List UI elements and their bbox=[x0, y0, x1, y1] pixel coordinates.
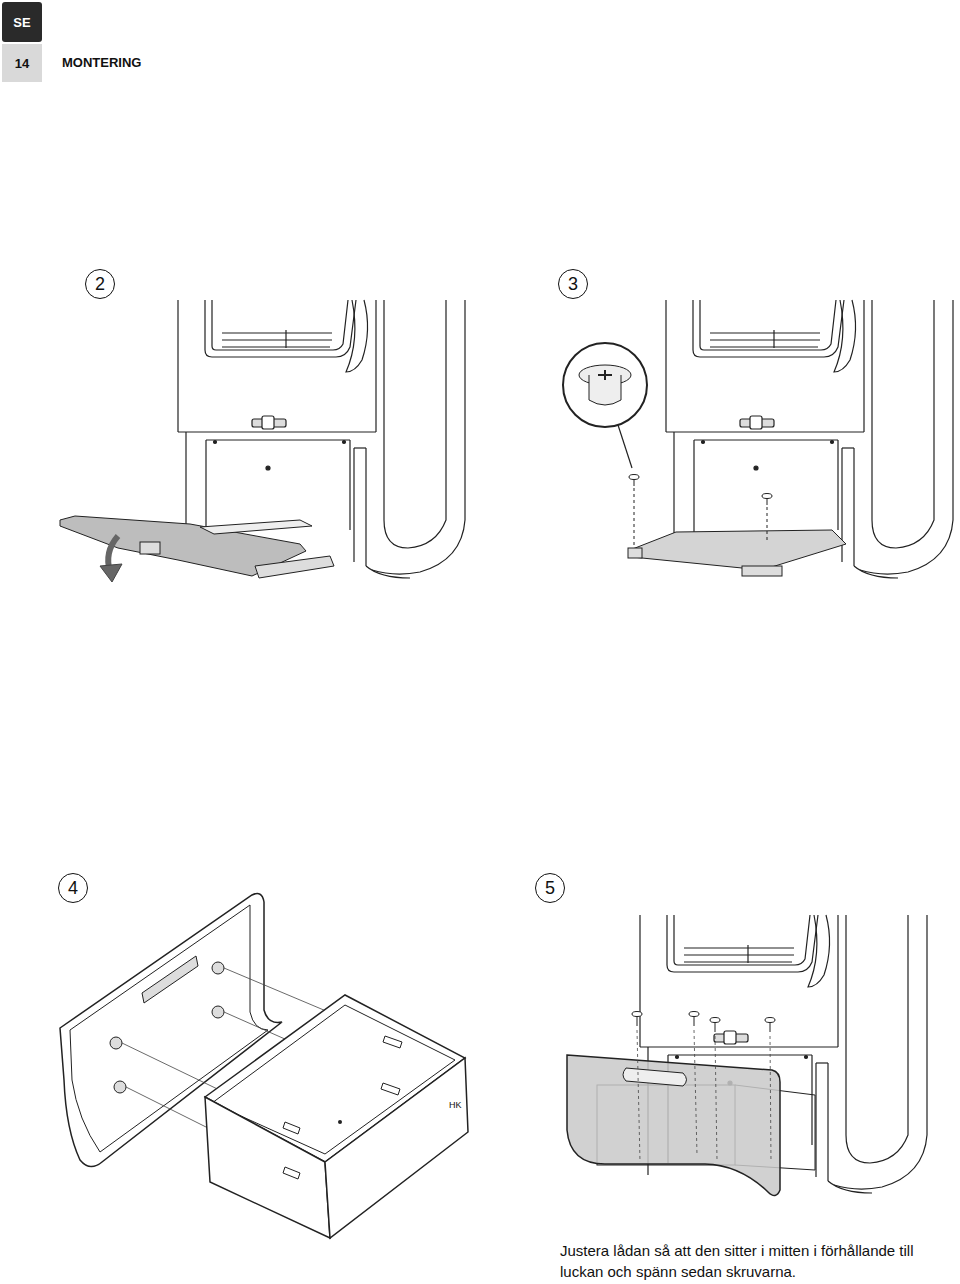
callout-number: 3 bbox=[568, 274, 578, 295]
callout-number: 5 bbox=[545, 878, 555, 899]
step-number: 3 bbox=[558, 269, 588, 299]
section-title: MONTERING bbox=[62, 55, 141, 70]
step-number: 4 bbox=[58, 873, 88, 903]
language-tab: SE bbox=[2, 2, 42, 42]
step-number: 2 bbox=[85, 269, 115, 299]
part-marking: HK bbox=[448, 1100, 463, 1110]
page-number: 14 bbox=[2, 44, 42, 82]
tab-text: SE bbox=[13, 15, 30, 30]
step-number: 5 bbox=[535, 873, 565, 903]
instruction-caption: Justera lådan så att den sitter i mitten… bbox=[560, 1240, 956, 1282]
tab-text: 14 bbox=[15, 56, 29, 71]
callout-number: 2 bbox=[95, 274, 105, 295]
callout-number: 4 bbox=[68, 878, 78, 899]
